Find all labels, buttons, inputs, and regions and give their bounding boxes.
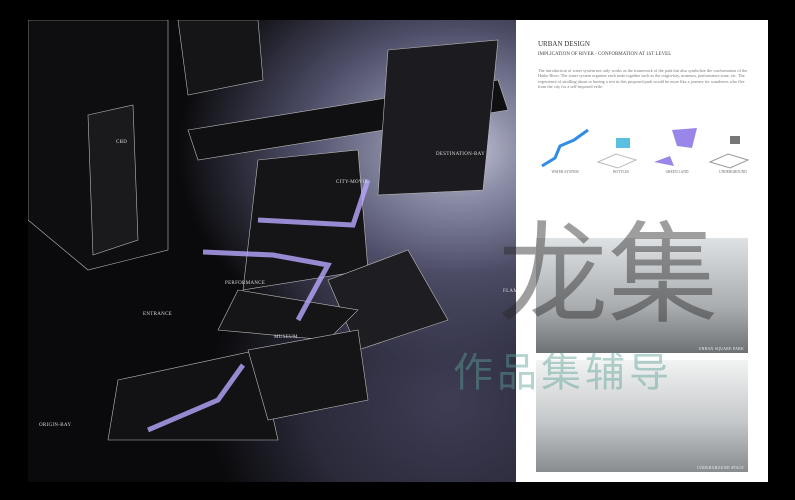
label-performance: PERFORMANCE <box>225 281 266 286</box>
label-city-movie: CITY-MOVIE <box>336 180 369 185</box>
description-panel: URBAN DESIGN IMPLICATION OF RIVER - CONF… <box>516 20 768 482</box>
label-destination-bay: DESTINATION-BAY <box>436 152 486 157</box>
panel-subtitle: IMPLICATION OF RIVER - CONFORMATION AT 1… <box>538 52 672 57</box>
photo-caption: URBAN SQUARE PARK <box>698 347 744 351</box>
watermark-text: 作品集辅导 <box>453 350 673 396</box>
rendering-square-park: URBAN SQUARE PARK <box>536 238 748 353</box>
diagram-label: BOTTLES <box>613 170 629 174</box>
axonometric-site-plan: CBD DESTINATION-BAY CITY-MOVIE PERFORMAN… <box>28 20 522 482</box>
label-museum: MUSEUM <box>274 335 298 340</box>
plan-drawing <box>28 20 509 441</box>
label-origin-bay: ORIGIN-BAY <box>39 423 72 428</box>
photo-caption: UNDERGROUND SPACE <box>697 466 744 470</box>
poster-board: CBD DESTINATION-BAY CITY-MOVIE PERFORMAN… <box>28 20 768 482</box>
diagram-label: GREEN LAND <box>665 170 689 174</box>
watermark-logo: 龙集 <box>498 211 718 339</box>
panel-title: URBAN DESIGN <box>538 40 590 48</box>
diagram-underground <box>708 136 750 169</box>
diagram-bottles <box>596 138 638 169</box>
diagram-green-land <box>654 128 697 166</box>
rendering-underground-space: UNDERGROUND SPACE <box>536 360 748 472</box>
label-entrance: ENTRANCE <box>143 312 173 317</box>
label-flame: FLAME <box>503 289 522 294</box>
panel-body-text: The introduction of water system not onl… <box>538 68 748 90</box>
diagram-label: WATER SYSTEM <box>551 170 579 174</box>
diagram-water-system <box>541 128 589 168</box>
diagram-label: UNDERGROUND <box>719 170 747 174</box>
label-cbd: CBD <box>116 140 128 145</box>
